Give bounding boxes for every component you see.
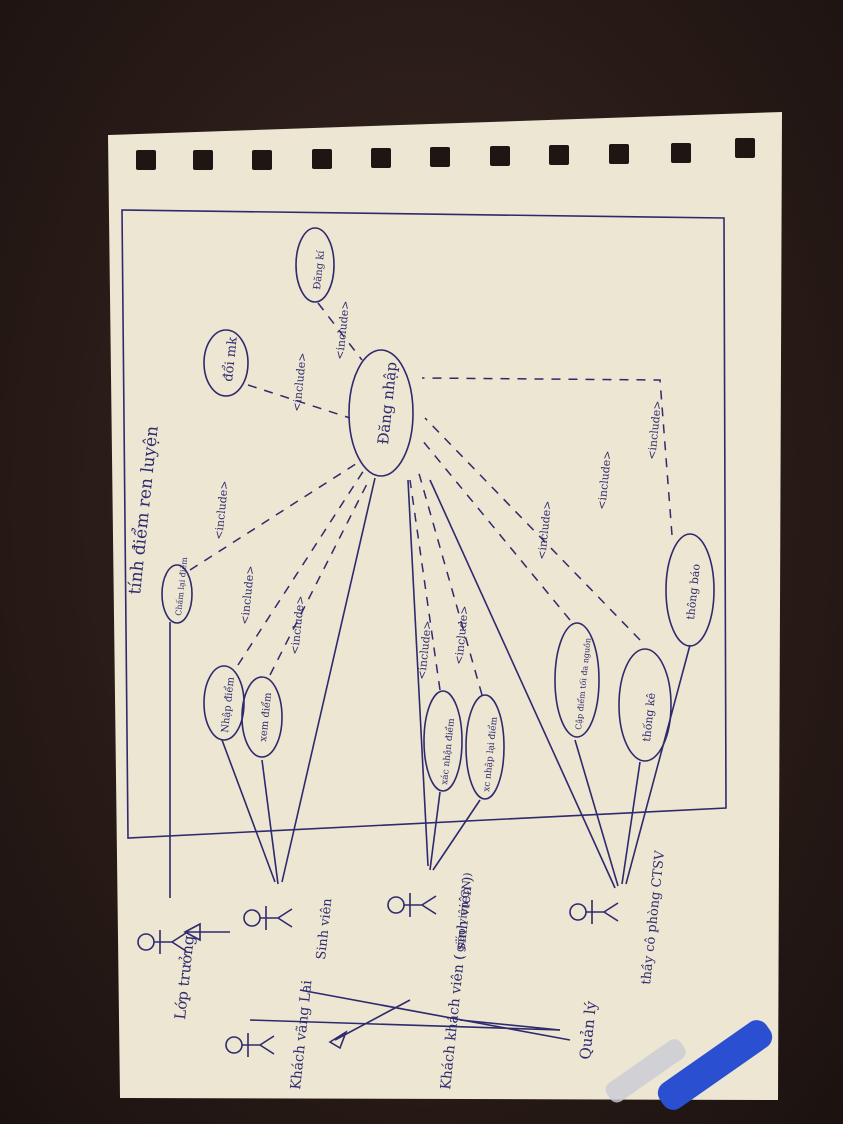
- include-label-8: <include>: [535, 500, 554, 560]
- actor-guest-student-figure: [387, 893, 437, 917]
- usecase-confirm-points-shape: [423, 690, 463, 792]
- usecase-report: thông báo: [684, 563, 703, 620]
- include-label-5: <include>: [288, 595, 307, 655]
- usecase-recheck-points-shape: [465, 694, 505, 800]
- usecase-register: Đăng kí: [312, 249, 327, 290]
- usecase-view-points: xem điểm: [257, 691, 274, 742]
- usecase-change-password: đổi mk: [220, 336, 241, 382]
- usecase-register-shape: [295, 227, 335, 303]
- include-label-3: <include>: [212, 480, 231, 540]
- usecase-view-points-shape: [241, 676, 283, 758]
- usecase-score-stats-shape: [554, 622, 600, 738]
- usecase-enter-points: Nhập điểm: [219, 676, 237, 733]
- include-label-6: <include>: [415, 620, 434, 680]
- include-label-1: <include>: [290, 352, 309, 412]
- use-case-shapes: [161, 227, 715, 800]
- actor-class-monitor-figure: [137, 930, 187, 954]
- include-label-9: <include>: [595, 450, 614, 510]
- include-label-7: <include>: [452, 605, 471, 665]
- include-label-2: <include>: [333, 300, 352, 360]
- association-lines: [169, 477, 691, 898]
- include-arrows: [189, 302, 673, 696]
- usecase-statistics: thống kê: [640, 692, 658, 742]
- actor-guest-figure: [225, 1033, 275, 1057]
- usecase-login-shape: [348, 349, 414, 477]
- include-label-10: <include>: [645, 400, 664, 460]
- notebook-paper: [108, 112, 782, 1100]
- system-boundary: [121, 209, 727, 839]
- actor-student-figure: [243, 906, 293, 930]
- include-label-4: <include>: [238, 565, 257, 625]
- pen-object: [605, 1020, 773, 1110]
- actor-student: Sinh viên: [314, 897, 335, 960]
- spiral-holes: [136, 138, 755, 170]
- usecase-review-points-shape: [161, 564, 193, 624]
- actor-figures: [137, 893, 619, 1057]
- usecase-change-password-shape: [203, 329, 249, 397]
- actor-dept-staff-figure: [569, 900, 619, 924]
- usecase-statistics-shape: [618, 648, 672, 762]
